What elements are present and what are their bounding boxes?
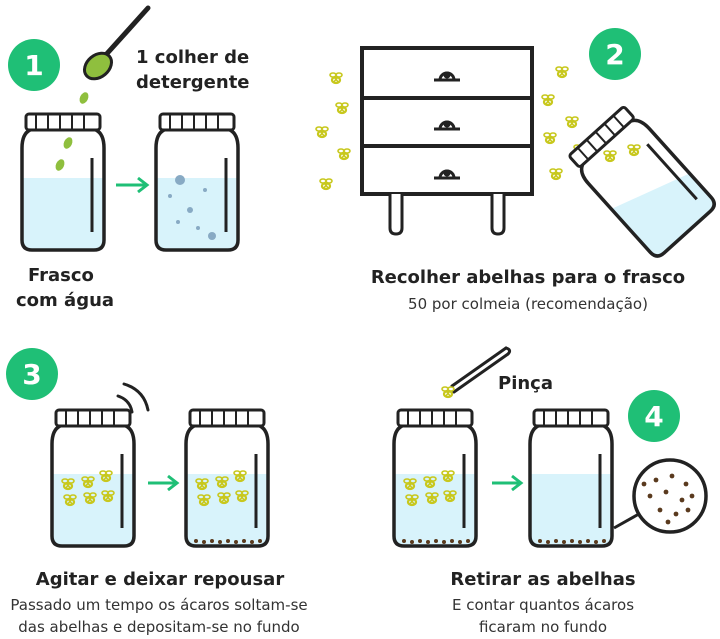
jar-tilted (568, 105, 716, 258)
step-2-title: Recolher abelhas para o frasco (370, 267, 686, 288)
arrow-icon (116, 176, 150, 194)
step-4-title: Retirar as abelhas (450, 569, 636, 590)
step-1-badge: 1 (8, 39, 60, 91)
arrow-icon (148, 474, 180, 492)
step-3-desc-line2: das abelhas e depositam-se no fundo (18, 618, 300, 636)
step-1-title-line1: Frasco (28, 265, 94, 286)
step-4-badge: 4 (628, 390, 680, 442)
jar-empty (528, 408, 614, 548)
hive-icon (360, 46, 534, 236)
step-3-desc-line1: Passado um tempo os ácaros soltam-se (10, 596, 308, 614)
arrow-icon (492, 474, 524, 492)
step-3-title: Agitar e deixar repousar (35, 569, 285, 590)
jar-water (20, 112, 106, 252)
tweezers-icon (450, 346, 512, 394)
step-2-subtitle: 50 por colmeia (recomendação) (408, 295, 648, 313)
spoon-icon (83, 5, 151, 81)
magnifier-icon (613, 458, 708, 534)
jar-shaking (50, 408, 136, 548)
step-1-title-line2: com água (16, 290, 115, 311)
step-4-desc-line2: ficaram no fundo (478, 618, 608, 636)
jar-mixed (154, 112, 240, 252)
detergent-note-line1: 1 colher de (136, 47, 250, 68)
tweezers-label: Pinça (498, 373, 553, 394)
step-2-badge: 2 (589, 28, 641, 80)
step-3-badge: 3 (6, 348, 58, 400)
step-4-desc-line1: E contar quantos ácaros (451, 596, 635, 614)
jar-with-bees (392, 408, 478, 548)
detergent-note-line2: detergente (136, 72, 250, 93)
jar-settled (184, 408, 270, 548)
shake-waves-icon (116, 382, 150, 414)
